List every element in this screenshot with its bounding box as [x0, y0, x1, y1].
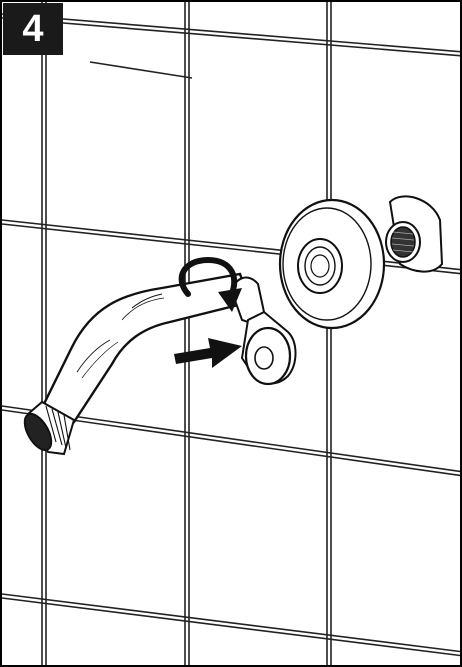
grout-horizontal-line: [2, 594, 462, 652]
wall-flange: [280, 200, 384, 328]
grout-horizontal-line: [90, 62, 192, 78]
grout-horizontal-line: [2, 598, 462, 656]
grout-horizontal-line: [2, 18, 462, 56]
step-number-badge: 4: [3, 3, 63, 55]
wall-pipe-fitting: [386, 196, 442, 271]
grout-horizontal-line: [2, 14, 462, 52]
